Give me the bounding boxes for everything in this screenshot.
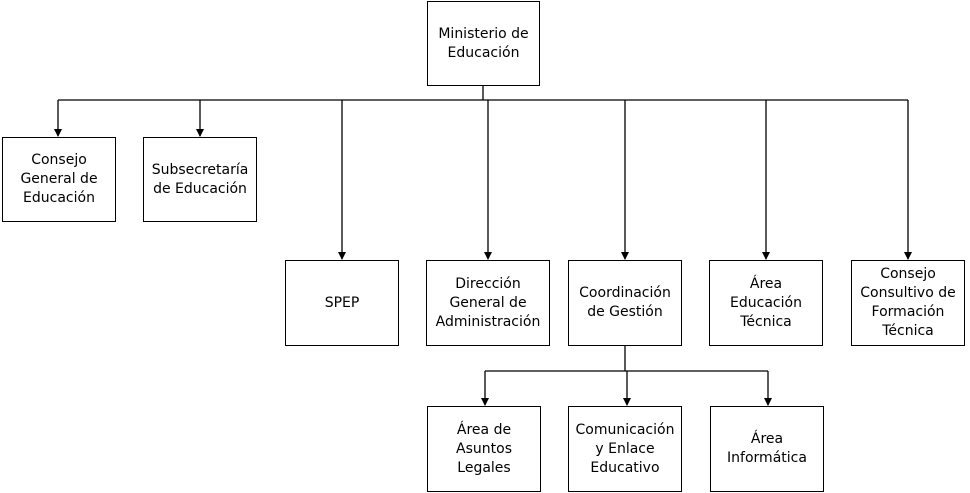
node-label: Área Informática — [727, 431, 807, 466]
node-label: SPEP — [324, 294, 360, 311]
node-area-educacion-tecnica: Área Educación Técnica — [709, 260, 823, 346]
node-ministerio-de-educacion: Ministerio de Educación — [427, 1, 540, 86]
node-label: Ministerio de Educación — [438, 25, 529, 61]
node-spep: SPEP — [285, 260, 399, 346]
node-label: Coordinación de Gestión — [579, 285, 671, 320]
node-area-informatica: Área Informática — [710, 406, 824, 492]
node-coordinacion-de-gestion: Coordinación de Gestión — [568, 260, 682, 346]
node-consejo-consultivo-de-formacion-tecnica: Consejo Consultivo de Formación Técnica — [851, 260, 965, 346]
node-label: Consejo General de Educación — [20, 152, 98, 206]
node-label: Comunicación y Enlace Educativo — [575, 421, 675, 476]
node-subsecretaria-de-educacion: Subsecretaría de Educación — [143, 137, 257, 222]
node-comunicacion-y-enlace-educativo: Comunicación y Enlace Educativo — [568, 406, 682, 492]
node-label: Dirección General de Administración — [435, 275, 541, 330]
node-consejo-general-de-educacion: Consejo General de Educación — [2, 137, 116, 222]
node-label: Área Educación Técnica — [730, 275, 802, 330]
node-area-de-asuntos-legales: Área de Asuntos Legales — [427, 406, 541, 492]
node-label: Subsecretaría de Educación — [151, 161, 249, 197]
node-direccion-general-de-administracion: Dirección General de Administración — [426, 260, 550, 346]
node-label: Consejo Consultivo de Formación Técnica — [860, 266, 956, 339]
node-label: Área de Asuntos Legales — [456, 421, 512, 476]
